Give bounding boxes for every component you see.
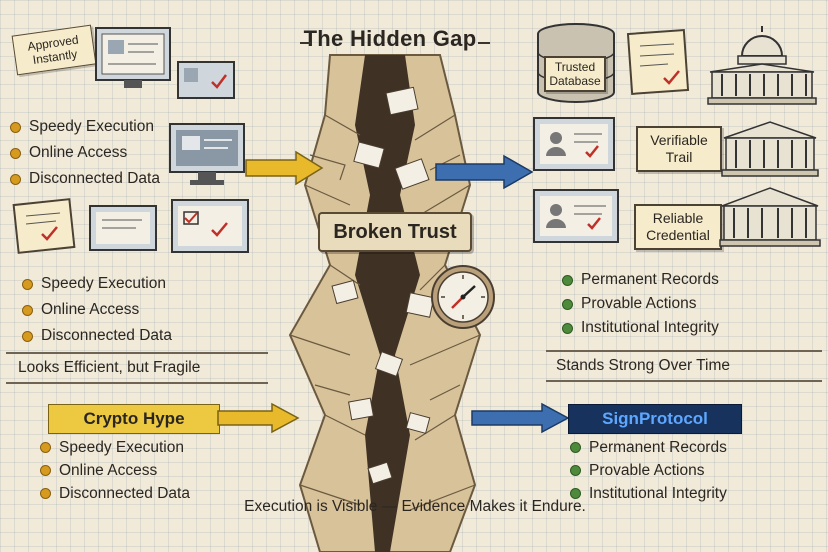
bullet-dot-icon [10, 121, 21, 133]
bullet-dot-icon [562, 298, 573, 310]
list-item: Institutional Integrity [562, 316, 719, 340]
list-item: Disconnected Data [10, 166, 160, 192]
arrow-right-icon [435, 154, 534, 190]
left-mid-bullet-list: Speedy Execution Online Access Disconnec… [22, 271, 172, 349]
bullet-dot-icon [22, 304, 33, 316]
clock-icon [431, 265, 495, 329]
arrow-right-icon [471, 402, 570, 434]
arrow-right-icon [245, 150, 324, 186]
approved-instantly-note: Approved Instantly [11, 24, 97, 76]
crypto-hype-label: Crypto Hype [48, 404, 220, 434]
list-item: Provable Actions [562, 292, 719, 316]
list-item: Online Access [10, 140, 160, 166]
government-building-icon [719, 187, 821, 247]
list-item: Disconnected Data [22, 323, 172, 349]
bullet-dot-icon [570, 465, 581, 476]
list-item: Provable Actions [570, 459, 727, 482]
right-mid-bullet-list: Permanent Records Provable Actions Insti… [562, 268, 719, 340]
verifiable-trail-label: Verifiable Trail [636, 126, 722, 172]
list-item: Speedy Execution [22, 271, 172, 297]
bullet-text: Online Access [59, 462, 158, 479]
desktop-monitor-icon [169, 123, 245, 185]
title-dash-left [300, 42, 312, 44]
bullet-dot-icon [40, 465, 51, 476]
bullet-text: Speedy Execution [41, 275, 166, 292]
bullet-text: Disconnected Data [29, 170, 160, 187]
list-item: Permanent Records [570, 436, 727, 459]
bullet-text: Speedy Execution [59, 439, 184, 456]
left-top-bullet-list: Speedy Execution Online Access Disconnec… [10, 114, 160, 192]
list-item: Speedy Execution [10, 114, 160, 140]
list-item: Speedy Execution [40, 436, 190, 459]
left-caption: Looks Efficient, but Fragile [18, 359, 201, 376]
trusted-database-label: Trusted Database [544, 56, 606, 92]
list-item: Online Access [22, 297, 172, 323]
title-dash-right [478, 42, 490, 44]
bullet-dot-icon [570, 442, 581, 453]
bullet-dot-icon [10, 173, 21, 185]
list-item: Disconnected Data [40, 482, 190, 505]
signprotocol-label: SignProtocol [568, 404, 742, 434]
diagram-title: The Hidden Gap [303, 26, 477, 51]
bullet-dot-icon [562, 274, 573, 286]
bullet-dot-icon [570, 488, 581, 499]
bullet-text: Provable Actions [589, 462, 705, 479]
document-check-icon [12, 198, 249, 254]
bullet-text: Provable Actions [581, 295, 697, 312]
bullet-dot-icon [562, 322, 573, 334]
left-divider-bottom [6, 382, 268, 384]
footer-tagline: Execution is Visible — Evidence Makes it… [244, 498, 586, 515]
approved-instantly-label: Approved Instantly [26, 32, 80, 67]
bullet-text: Permanent Records [581, 271, 719, 288]
bullet-text: Institutional Integrity [589, 485, 727, 502]
bullet-dot-icon [22, 278, 33, 290]
government-building-icon [707, 26, 817, 105]
government-building-icon [721, 121, 819, 177]
list-item: Permanent Records [562, 268, 719, 292]
bullet-text: Permanent Records [589, 439, 727, 456]
bullet-text: Online Access [29, 144, 128, 161]
right-divider-bottom [546, 380, 822, 382]
list-item: Institutional Integrity [570, 482, 727, 505]
id-card-icon [533, 117, 615, 171]
bullet-text: Disconnected Data [41, 327, 172, 344]
bullet-text: Disconnected Data [59, 485, 190, 502]
broken-trust-banner: Broken Trust [318, 212, 472, 252]
cracked-ground-chasm [288, 54, 482, 552]
right-bottom-bullet-list: Permanent Records Provable Actions Insti… [570, 436, 727, 505]
document-check-icon [626, 29, 690, 95]
right-divider-top [546, 350, 822, 352]
bullet-dot-icon [40, 488, 51, 499]
reliable-credential-label: Reliable Credential [634, 204, 722, 250]
bullet-dot-icon [10, 147, 21, 159]
bullet-dot-icon [22, 330, 33, 342]
right-caption: Stands Strong Over Time [556, 357, 731, 374]
list-item: Online Access [40, 459, 190, 482]
bullet-dot-icon [40, 442, 51, 453]
bullet-text: Institutional Integrity [581, 319, 719, 336]
left-divider-top [6, 352, 268, 354]
id-card-icon [533, 189, 619, 243]
left-bottom-bullet-list: Speedy Execution Online Access Disconnec… [40, 436, 190, 505]
monitor-icon [95, 27, 235, 99]
arrow-right-icon [217, 402, 300, 434]
bullet-text: Online Access [41, 301, 140, 318]
bullet-text: Speedy Execution [29, 118, 154, 135]
